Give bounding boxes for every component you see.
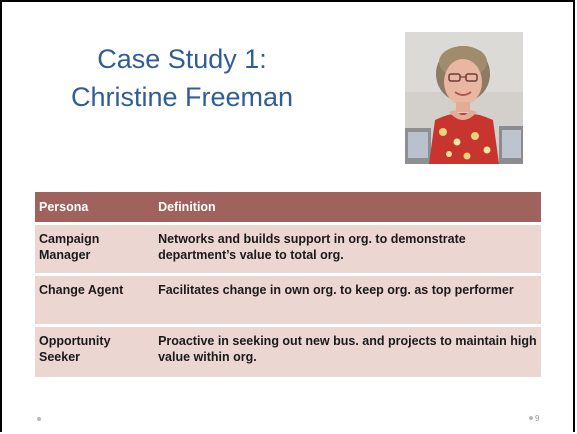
table-header-row: Persona Definition (35, 192, 541, 225)
title-line-2: Christine Freeman (70, 82, 294, 112)
definition-cell: Facilitates change in own org. to keep o… (154, 274, 541, 327)
footer-bullet (37, 417, 41, 421)
title-line-1: Case Study 1: (97, 44, 267, 74)
person-photo (405, 32, 523, 164)
persona-cell: Opportunity Seeker (35, 325, 155, 377)
table-row: Campaign Manager Networks and builds sup… (35, 223, 541, 276)
person-photo-icon (405, 32, 523, 164)
definition-cell: Proactive in seeking out new bus. and pr… (154, 325, 541, 377)
table-row: Change Agent Facilitates change in own o… (35, 274, 541, 327)
persona-table: Persona Definition Campaign Manager Netw… (35, 192, 541, 377)
persona-cell: Campaign Manager (35, 223, 155, 276)
page-number: 9 (535, 413, 540, 423)
slide-title: Case Study 1: Christine Freeman (62, 40, 302, 116)
header-definition: Definition (154, 192, 541, 225)
persona-cell: Change Agent (35, 274, 155, 327)
header-persona: Persona (35, 192, 155, 225)
definition-cell: Networks and builds support in org. to d… (154, 223, 541, 276)
footer-bullet-icon (529, 416, 533, 420)
slide-page-indicator: 9 (529, 411, 539, 425)
table-row: Opportunity Seeker Proactive in seeking … (35, 325, 541, 377)
